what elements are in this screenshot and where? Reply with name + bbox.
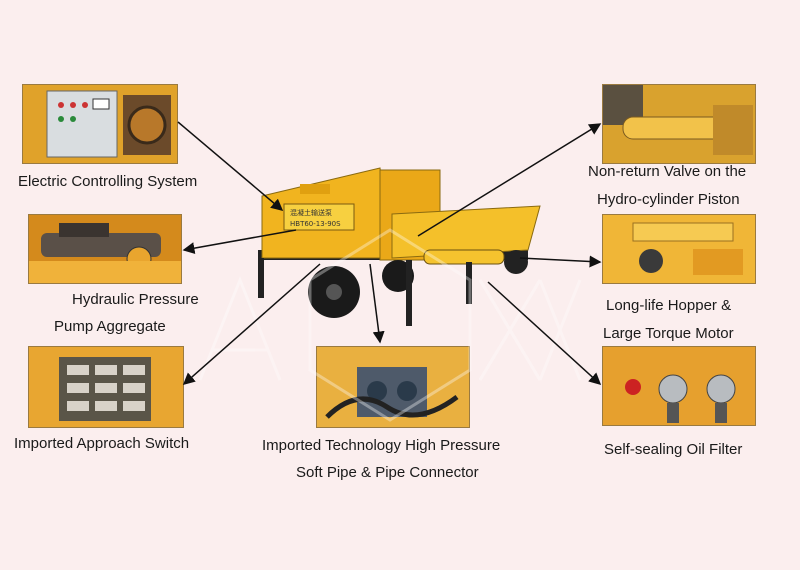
arrow-soft-pipe [369,263,385,344]
machine-plate-line1: 混凝土输送泵 [290,208,332,217]
photo-non-return-valve [602,84,756,164]
electric-cabinet-illustration [23,85,177,163]
label-pump-aggregate: Pump Aggregate [54,318,166,335]
photo-oil-filter [602,346,756,426]
machine-leg-front [258,258,264,298]
machine-leg-rear [466,262,472,304]
watermark-logo [198,228,582,422]
machine-hopper [391,205,541,259]
machine-leg-middle [406,260,412,326]
photo-soft-pipe-connector [316,346,470,428]
label-long-life-hopper: Long-life Hopper & [606,297,732,314]
machine-top-vent [300,184,330,194]
label-soft-pipe-connector: Soft Pipe & Pipe Connector [296,464,479,481]
soft-pipe-illustration [317,347,469,427]
label-imported-approach-switch: Imported Approach Switch [14,435,190,452]
arrow-oil-filter [487,281,602,386]
photo-approach-switch [28,346,184,428]
oil-filter-illustration [603,347,755,425]
machine-wheel-left-hub [326,284,342,300]
machine-outlet-pipe [423,249,505,265]
label-non-return-valve: Non-return Valve on the [588,163,747,180]
valve-illustration [603,85,755,163]
arrow-hopper-motor [519,255,602,268]
label-large-torque-motor: Large Torque Motor [603,325,734,342]
photo-electric-control-cabinet [22,84,178,164]
arrow-non-return-valve [417,123,602,237]
label-electric-controlling-system: Electric Controlling System [18,173,198,190]
arrow-approach-switch [182,263,321,385]
arrow-electric-control [177,121,284,211]
machine-outlet-flange [504,250,528,274]
machine-plate-line2: HBT60-13-90S [290,220,341,228]
label-hydro-cylinder-piston: Hydro-cylinder Piston [597,191,740,208]
machine-name-plate [283,203,355,231]
hydraulic-pump-illustration [29,215,181,283]
label-imported-technology-high-pressure: Imported Technology High Pressure [262,437,501,454]
arrow-hydraulic-pump [182,229,297,255]
hopper-illustration [603,215,755,283]
photo-hydraulic-pump [28,214,182,284]
label-self-sealing-oil-filter: Self-sealing Oil Filter [604,441,743,458]
label-hydraulic-pressure: Hydraulic Pressure [72,291,199,308]
photo-hopper-motor [602,214,756,284]
approach-switch-illustration [29,347,183,427]
